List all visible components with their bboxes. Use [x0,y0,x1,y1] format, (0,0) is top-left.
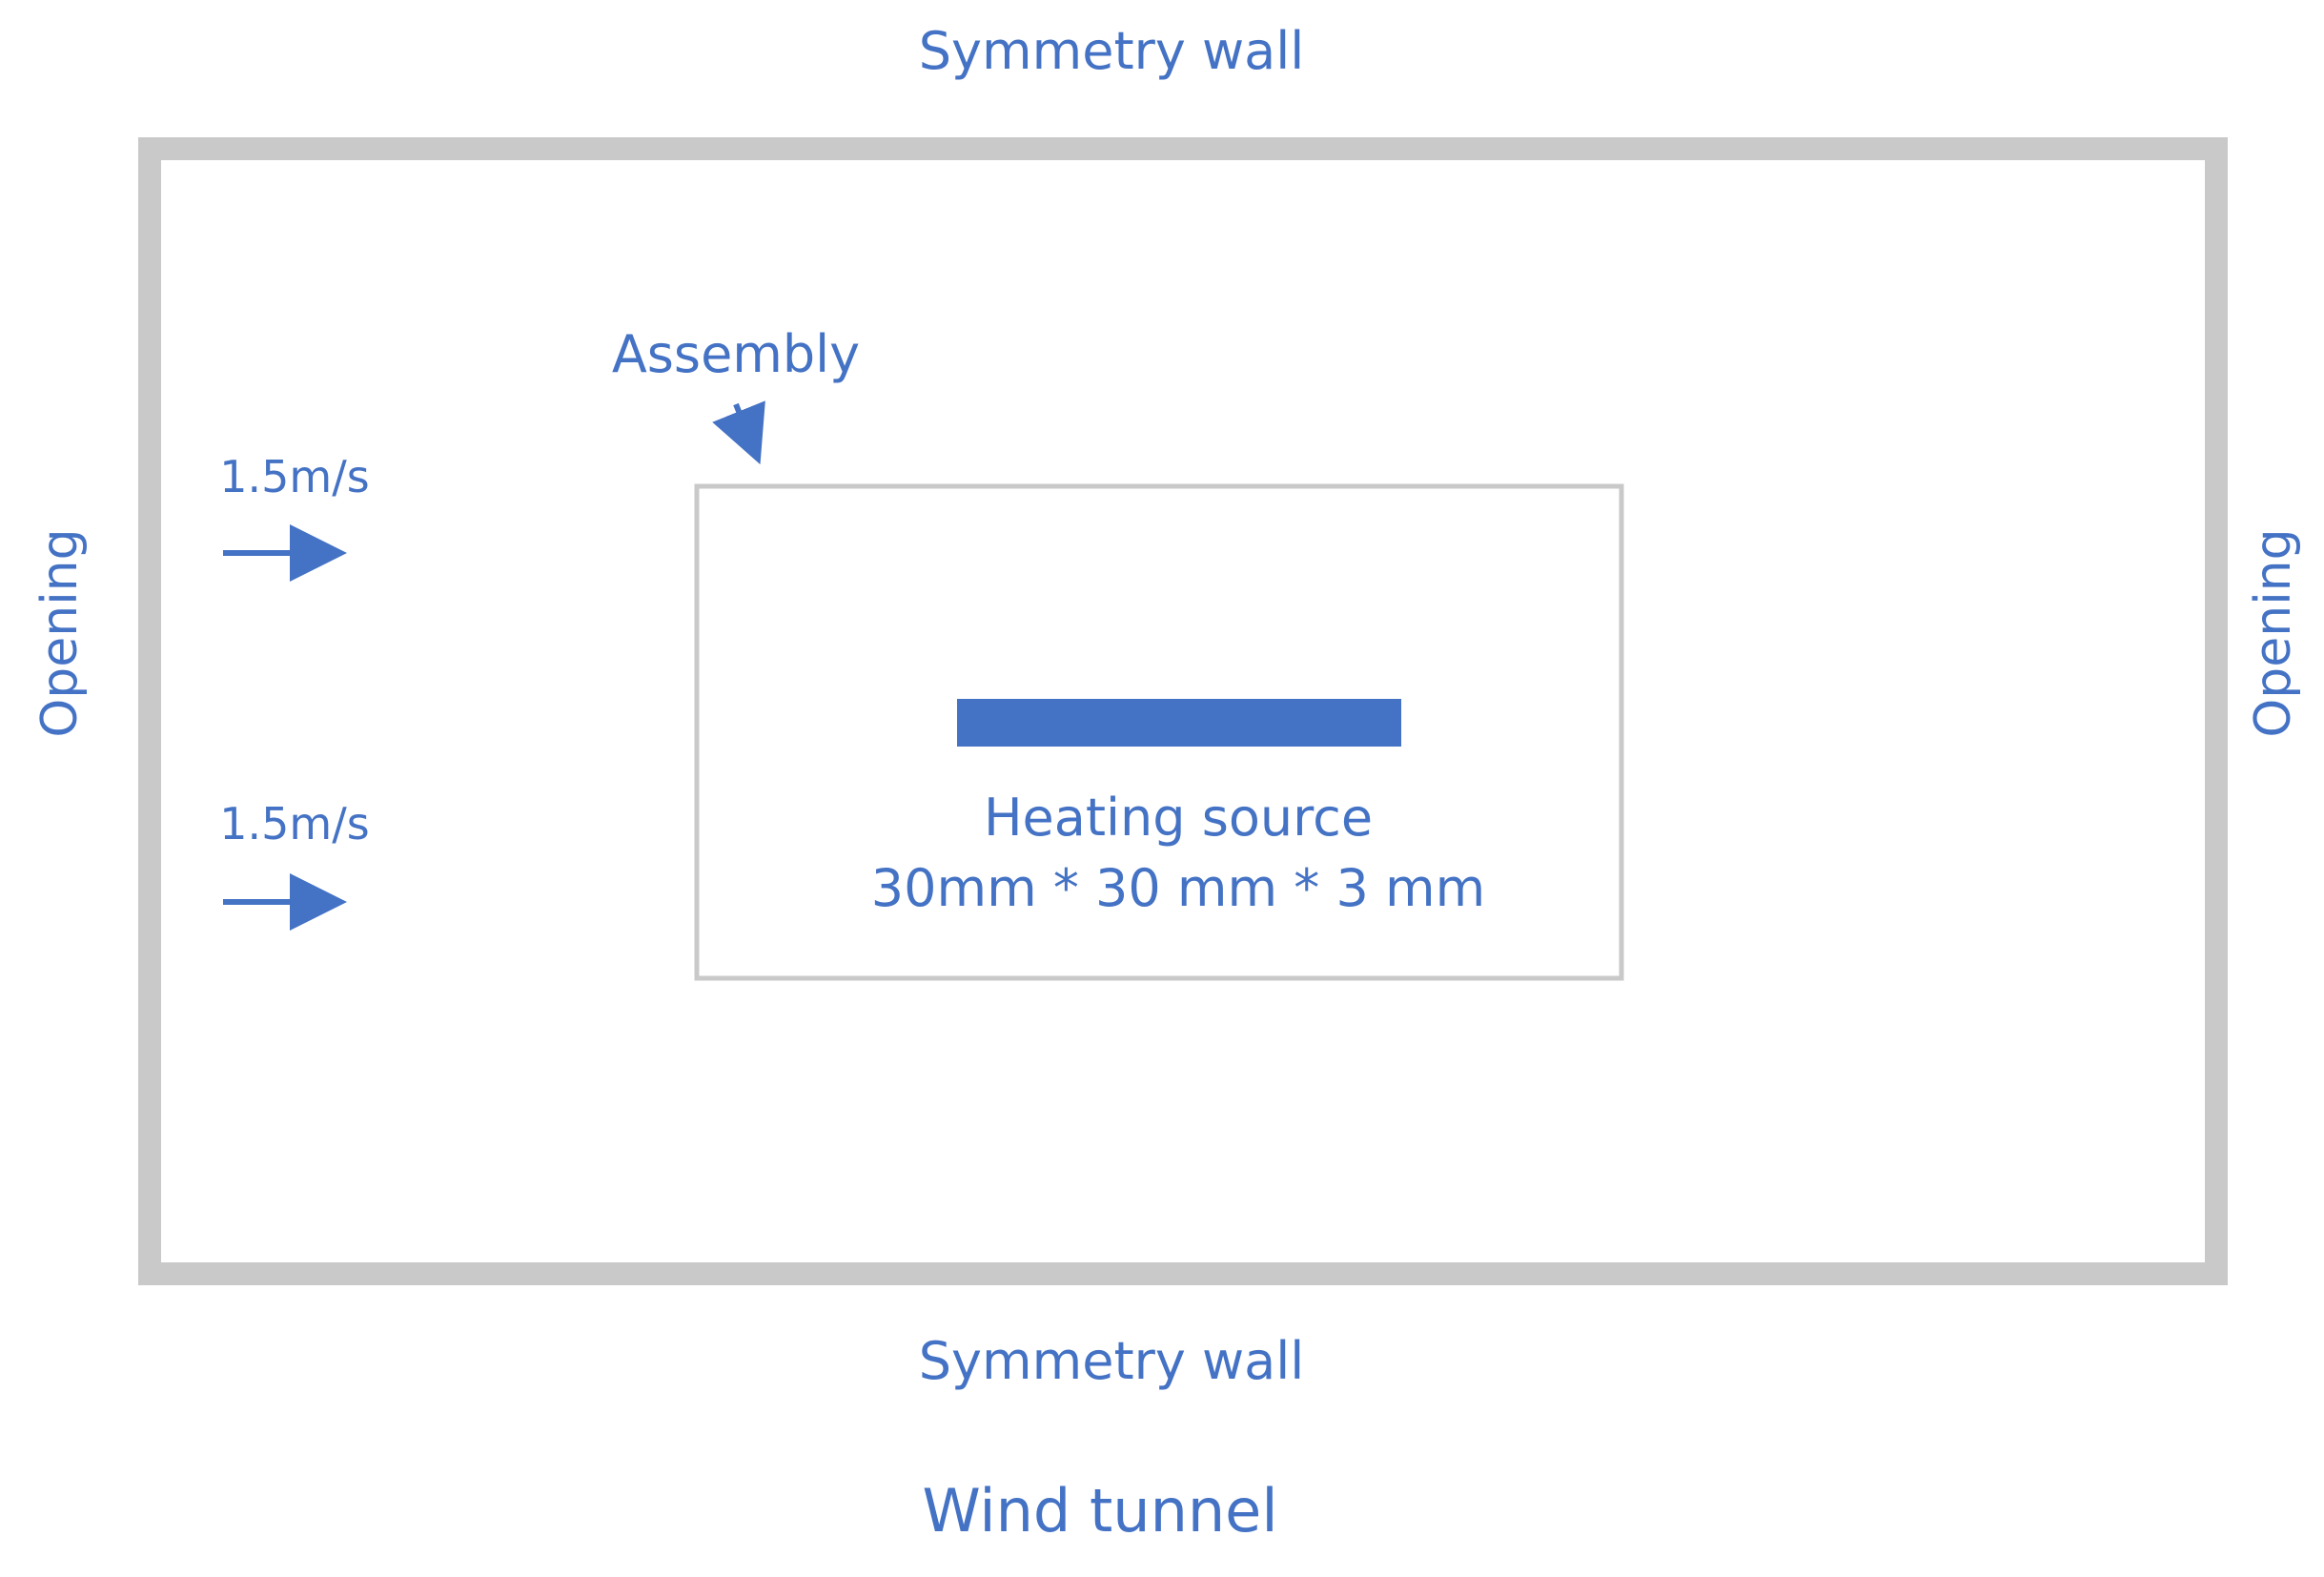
right-opening-label: Opening [2245,528,2302,737]
caption-title: Wind tunnel [922,1476,1277,1546]
top-wall-label: Symmetry wall [919,21,1304,81]
velocity-label-upper: 1.5m/s [219,451,369,502]
heating-source-bar [957,699,1401,747]
left-opening-label: Opening [31,528,89,737]
tunnel-wall [138,137,2228,1285]
bottom-wall-label: Symmetry wall [919,1331,1304,1391]
velocity-label-lower: 1.5m/s [219,798,369,850]
heating-source-dims: 30mm * 30 mm * 3 mm [871,858,1485,918]
assembly-label: Assembly [612,324,860,384]
assembly-box [694,483,1624,981]
assembly-pointer-arrow [712,400,765,465]
heating-source-label: Heating source [984,788,1373,848]
